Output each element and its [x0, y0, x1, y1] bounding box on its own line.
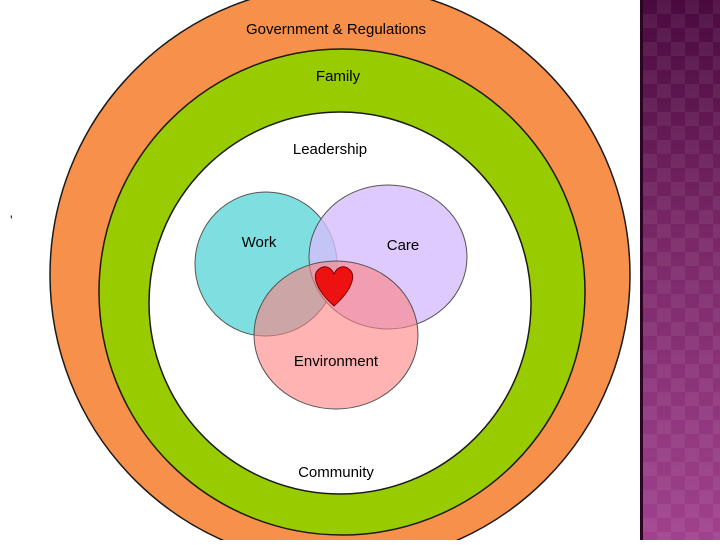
leadership-label: Leadership	[293, 141, 367, 158]
work-label: Work	[242, 234, 277, 251]
stray-mark: '	[10, 212, 13, 228]
environment-circle	[253, 260, 419, 410]
care-label: Care	[387, 237, 420, 254]
community-label: Community	[298, 464, 374, 481]
decorative-side-panel	[640, 0, 720, 540]
family-label: Family	[316, 68, 361, 85]
side-panel-edge	[640, 0, 643, 540]
environment-label: Environment	[294, 353, 379, 370]
heart-icon	[314, 266, 354, 307]
side-panel-pattern	[643, 0, 720, 540]
government-label: Government & Regulations	[246, 21, 426, 38]
